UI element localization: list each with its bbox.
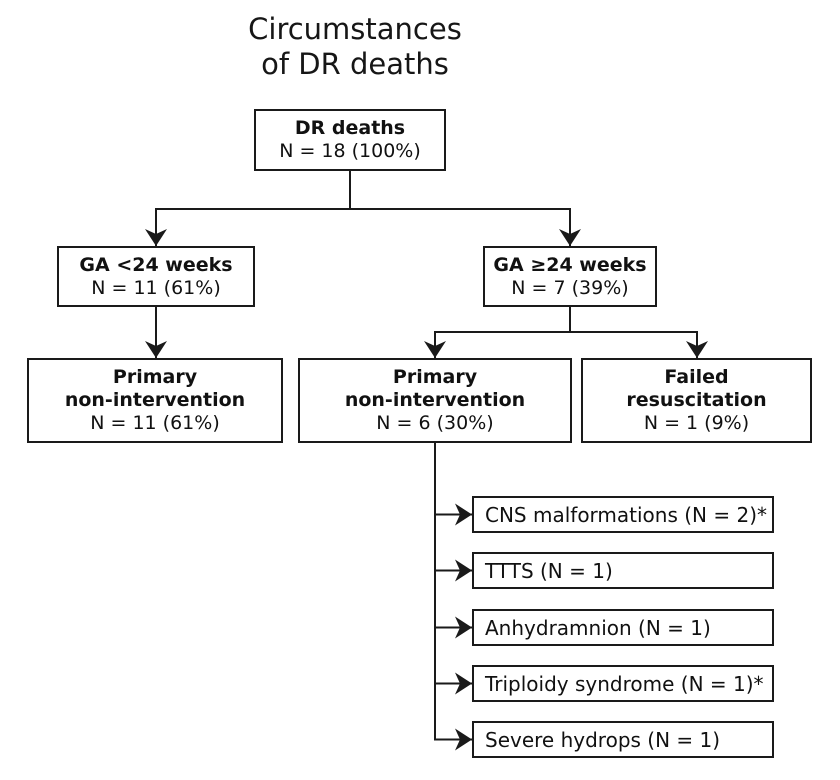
leaf-label: TTTS (N = 1)	[485, 558, 613, 583]
node-label-line-2: non-intervention	[64, 389, 246, 411]
leaf-anhydramnion: Anhydramnion (N = 1)	[472, 609, 774, 646]
leaf-label: Severe hydrops (N = 1)	[485, 727, 721, 752]
diagram-title-line-1: Circumstances	[248, 12, 462, 46]
node-value: N = 18 (100%)	[279, 140, 421, 162]
node-failed-resuscitation: Failed resuscitation N = 1 (9%)	[581, 358, 812, 443]
node-label: GA <24 weeks	[79, 253, 233, 276]
leaf-ttts: TTTS (N = 1)	[472, 552, 774, 589]
node-value: N = 11 (61%)	[90, 412, 220, 434]
leaf-label: Anhydramnion (N = 1)	[485, 615, 711, 640]
node-label-line-1: Primary	[112, 366, 198, 388]
node-ga-24-or-more-weeks: GA ≥24 weeks N = 7 (39%)	[483, 246, 657, 307]
leaf-cns-malformations: CNS malformations (N = 2)*	[472, 496, 774, 533]
connector-lines	[145, 170, 708, 751]
leaf-label: CNS malformations (N = 2)*	[485, 502, 768, 527]
node-ga-under-24-weeks: GA <24 weeks N = 11 (61%)	[57, 246, 255, 307]
node-value: N = 11 (61%)	[91, 276, 221, 299]
leaf-triploidy-syndrome: Triploidy syndrome (N = 1)*	[472, 665, 774, 702]
diagram-title: Circumstances of DR deaths	[155, 12, 555, 82]
node-label-line-2: non-intervention	[344, 389, 526, 411]
node-label-line-2: resuscitation	[626, 389, 767, 411]
node-primary-non-intervention-late: Primary non-intervention N = 6 (30%)	[298, 358, 572, 443]
node-label-line-1: Primary	[392, 366, 478, 388]
leaf-severe-hydrops: Severe hydrops (N = 1)	[472, 721, 774, 758]
node-value: N = 7 (39%)	[511, 276, 629, 299]
leaf-label: Triploidy syndrome (N = 1)*	[485, 671, 764, 696]
node-label: DR deaths	[294, 117, 406, 139]
node-label-line-1: Failed	[664, 366, 729, 388]
diagram-title-line-2: of DR deaths	[261, 47, 449, 81]
node-dr-deaths: DR deaths N = 18 (100%)	[254, 109, 446, 171]
node-label: GA ≥24 weeks	[493, 253, 647, 276]
node-value: N = 1 (9%)	[643, 412, 750, 434]
node-value: N = 6 (30%)	[376, 412, 494, 434]
node-primary-non-intervention-early: Primary non-intervention N = 11 (61%)	[27, 358, 283, 443]
